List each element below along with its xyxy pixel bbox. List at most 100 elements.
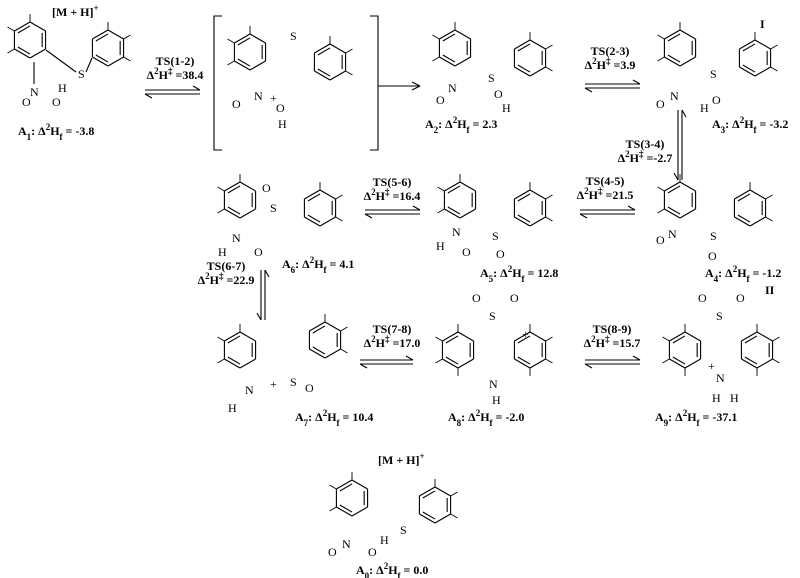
ts-name: TS(6-7) bbox=[207, 259, 246, 273]
hydrogen-atom: H bbox=[712, 391, 721, 405]
nitrogen-atom: N bbox=[245, 383, 254, 397]
oxygen-atom: O bbox=[712, 93, 721, 107]
ts-7-8: TS(7-8)Δ2H‡ =17.0 bbox=[364, 322, 421, 350]
sulfur-atom: S bbox=[710, 67, 717, 81]
ts-6-7: TS(6-7)Δ2H‡ =22.9 bbox=[198, 259, 255, 287]
oxygen-atom: O bbox=[254, 245, 263, 259]
ts-name: TS(4-5) bbox=[586, 174, 625, 188]
arrow-3-4 bbox=[673, 109, 687, 181]
ring-a5-left bbox=[437, 174, 477, 219]
nitrogen-atom: N bbox=[670, 89, 679, 103]
oxygen-atom: O bbox=[472, 291, 481, 305]
arrow-2-3 bbox=[584, 79, 641, 93]
hydrogen-atom: H bbox=[58, 81, 67, 95]
charge-plus: + bbox=[270, 377, 277, 391]
ring-int-right bbox=[313, 36, 353, 81]
hydrogen-atom: H bbox=[730, 391, 739, 405]
ts-3-4: TS(3-4)Δ2H‡ =-2.7 bbox=[618, 137, 673, 165]
nitrogen-atom: N bbox=[342, 537, 351, 551]
nitrogen-atom: N bbox=[668, 227, 677, 241]
bracket-left bbox=[213, 15, 222, 151]
ts-4-5: TS(4-5)Δ2H‡ =21.5 bbox=[577, 174, 634, 202]
energy-a5: A5: Δ2Hf = 12.8 bbox=[480, 264, 558, 284]
ring-a8-left bbox=[435, 324, 475, 376]
nitrogen-atom: N bbox=[716, 371, 725, 385]
bracket-right bbox=[370, 15, 379, 151]
energy-a3: A3: Δ2Hf = -3.2 bbox=[712, 115, 788, 135]
ring-a2-left bbox=[432, 22, 472, 67]
charge-plus: + bbox=[270, 91, 277, 105]
arrow-5-6 bbox=[364, 205, 421, 219]
ring-a8-right bbox=[513, 324, 553, 376]
ring-a4-right bbox=[733, 182, 773, 227]
energy-a8: A8: Δ2Hf = -2.0 bbox=[448, 408, 524, 428]
arrow-6-7 bbox=[256, 269, 270, 321]
ts-value: Δ2H‡ =21.5 bbox=[577, 186, 634, 202]
sulfur-atom: S bbox=[78, 67, 85, 81]
nitrogen-atom: N bbox=[30, 85, 39, 99]
nitrogen-atom: N bbox=[254, 89, 263, 103]
ts-8-9: TS(8-9)Δ2H‡ =15.7 bbox=[584, 322, 641, 350]
oxygen-atom: O bbox=[510, 291, 519, 305]
sulfur-atom: S bbox=[710, 229, 717, 243]
hydrogen-atom: H bbox=[278, 117, 287, 131]
ts-name: TS(7-8) bbox=[373, 322, 412, 336]
nitrogen-atom: N bbox=[448, 81, 457, 95]
ring-a6-right bbox=[303, 182, 343, 227]
oxygen-atom: O bbox=[656, 233, 665, 247]
ts-name: TS(1-2) bbox=[156, 54, 195, 68]
energy-a0: A0: Δ2Hf = 0.0 bbox=[356, 561, 428, 578]
ts-5-6: TS(5-6)Δ2H‡ =16.4 bbox=[364, 175, 421, 203]
hydrogen-atom: H bbox=[502, 101, 511, 115]
sulfur-atom: S bbox=[489, 309, 496, 323]
oxygen-atom: O bbox=[708, 249, 717, 263]
ts-value: Δ2H‡ =-2.7 bbox=[618, 149, 673, 165]
ring-a0-left bbox=[329, 472, 369, 517]
ring-a2-right bbox=[513, 32, 553, 77]
energy-a9: A9: Δ2Hf = -37.1 bbox=[655, 408, 737, 428]
ring-a1-left bbox=[7, 14, 47, 59]
oxygen-atom: O bbox=[262, 181, 271, 195]
ring-a9-left bbox=[662, 324, 702, 376]
ring-a9-right bbox=[740, 324, 780, 376]
ts-value: Δ2H‡ =38.4 bbox=[147, 66, 204, 82]
oxygen-atom: O bbox=[496, 247, 505, 261]
ts-value: Δ2H‡ =22.9 bbox=[198, 271, 255, 287]
charge-plus: + bbox=[522, 327, 529, 341]
ring-a1-right bbox=[91, 22, 131, 67]
oxygen-atom: O bbox=[698, 291, 707, 305]
energy-a7: A7: Δ2Hf = 10.4 bbox=[295, 408, 373, 428]
ts-1-2: TS(1-2)Δ2H‡ =38.4 bbox=[147, 54, 204, 82]
ts-value: Δ2H‡ =17.0 bbox=[364, 334, 421, 350]
charge-plus: + bbox=[708, 359, 715, 373]
ts-2-3: TS(2-3)Δ2H‡ =3.9 bbox=[585, 44, 636, 72]
oxygen-atom: O bbox=[656, 97, 665, 111]
ring-a5-right bbox=[513, 182, 553, 227]
oxygen-atom: O bbox=[52, 95, 61, 109]
arrow-1-2 bbox=[144, 85, 201, 99]
ts-name: TS(3-4) bbox=[626, 137, 665, 151]
ring-a0-right bbox=[418, 479, 458, 524]
hydrogen-atom: H bbox=[218, 245, 227, 259]
arrow-7-8 bbox=[359, 355, 414, 369]
ion-label: [M + H]+ bbox=[52, 3, 99, 19]
hydrogen-atom: H bbox=[380, 533, 389, 547]
nitrogen-atom: N bbox=[232, 231, 241, 245]
ts-name: TS(8-9) bbox=[593, 322, 632, 336]
arrow-8-9 bbox=[584, 355, 641, 369]
sulfur-atom: S bbox=[270, 201, 277, 215]
ring-a3-left bbox=[657, 22, 697, 67]
oxygen-atom: O bbox=[436, 93, 445, 107]
oxygen-atom: O bbox=[736, 291, 745, 305]
oxygen-atom: O bbox=[328, 545, 337, 559]
hydrogen-atom: H bbox=[492, 393, 501, 407]
ts-name: TS(5-6) bbox=[373, 175, 412, 189]
sulfur-atom: S bbox=[488, 71, 495, 85]
roman-ii: II bbox=[765, 283, 775, 297]
sulfur-atom: S bbox=[290, 29, 297, 43]
oxygen-atom: O bbox=[305, 381, 314, 395]
oxygen-atom: O bbox=[494, 87, 503, 101]
ts-value: Δ2H‡ =3.9 bbox=[585, 56, 636, 72]
sulfur-atom: S bbox=[400, 523, 407, 537]
